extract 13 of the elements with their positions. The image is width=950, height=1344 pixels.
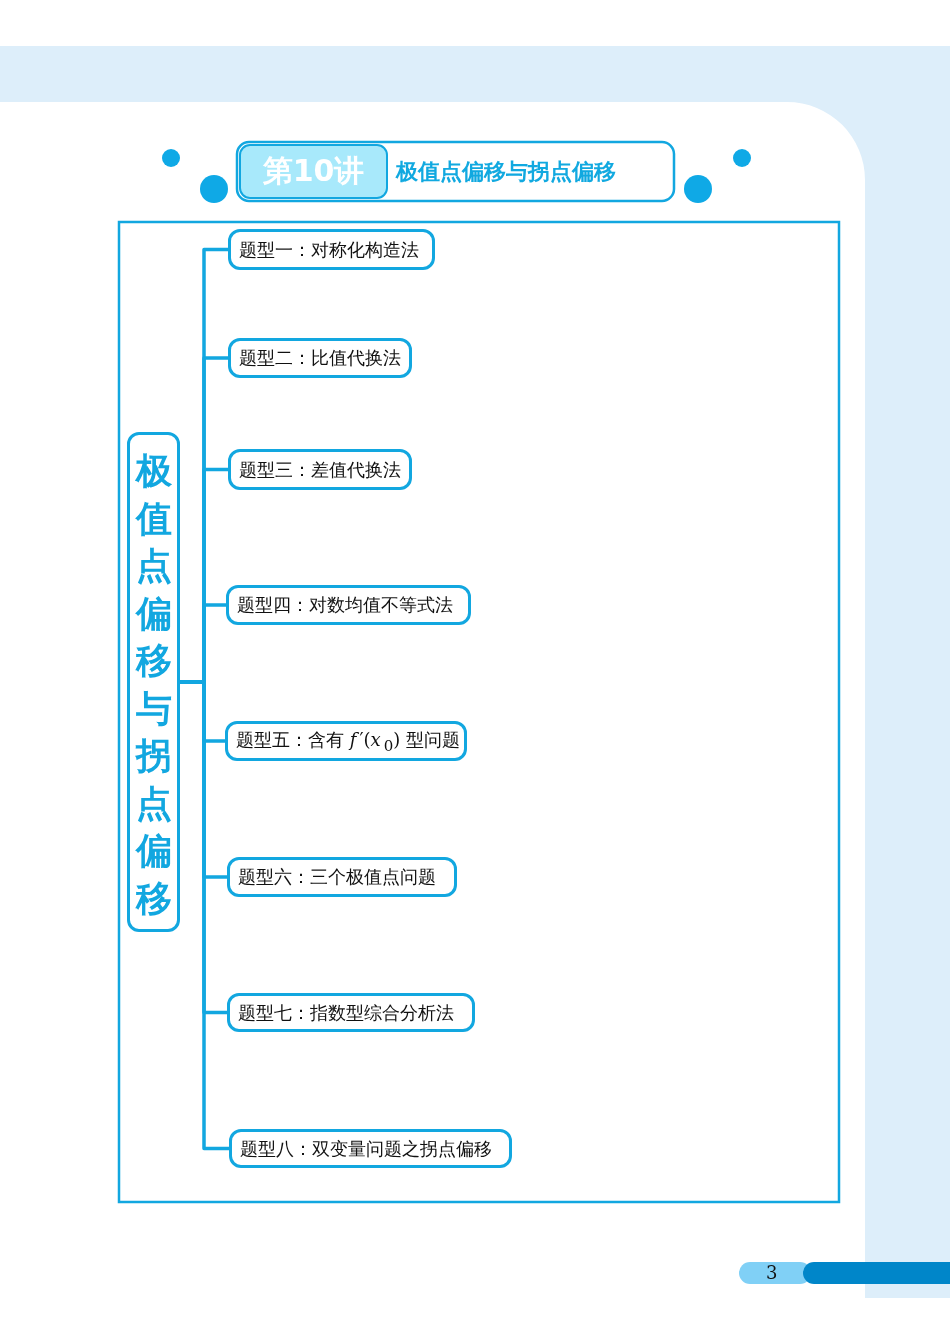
subtopic-box: 题型五：含有 f′(x$_{0}$) 型问题 <box>225 721 467 761</box>
subtopic-box: 题型七：指数型综合分析法 <box>227 993 475 1032</box>
page-number: 3 <box>766 1262 778 1284</box>
title: 极值点偏移与拐点偏移 <box>396 158 616 186</box>
subtopic-box: 题型一：对称化构造法 <box>228 229 435 270</box>
subtopic-box: 题型八：双变量问题之拐点偏移 <box>229 1129 512 1168</box>
subtopic-box: 题型四：对数均值不等式法 <box>226 585 471 625</box>
connector-line <box>180 680 229 1151</box>
lesson-tab: 第10讲 <box>239 144 388 199</box>
subtopic-box: 题型三：差值代换法 <box>228 449 412 490</box>
subtopic-box: 题型六：三个极值点问题 <box>227 857 457 897</box>
topic-box: 极值点偏移与拐点偏移 <box>127 432 180 932</box>
subtopic-box: 题型二：比值代换法 <box>228 338 412 378</box>
